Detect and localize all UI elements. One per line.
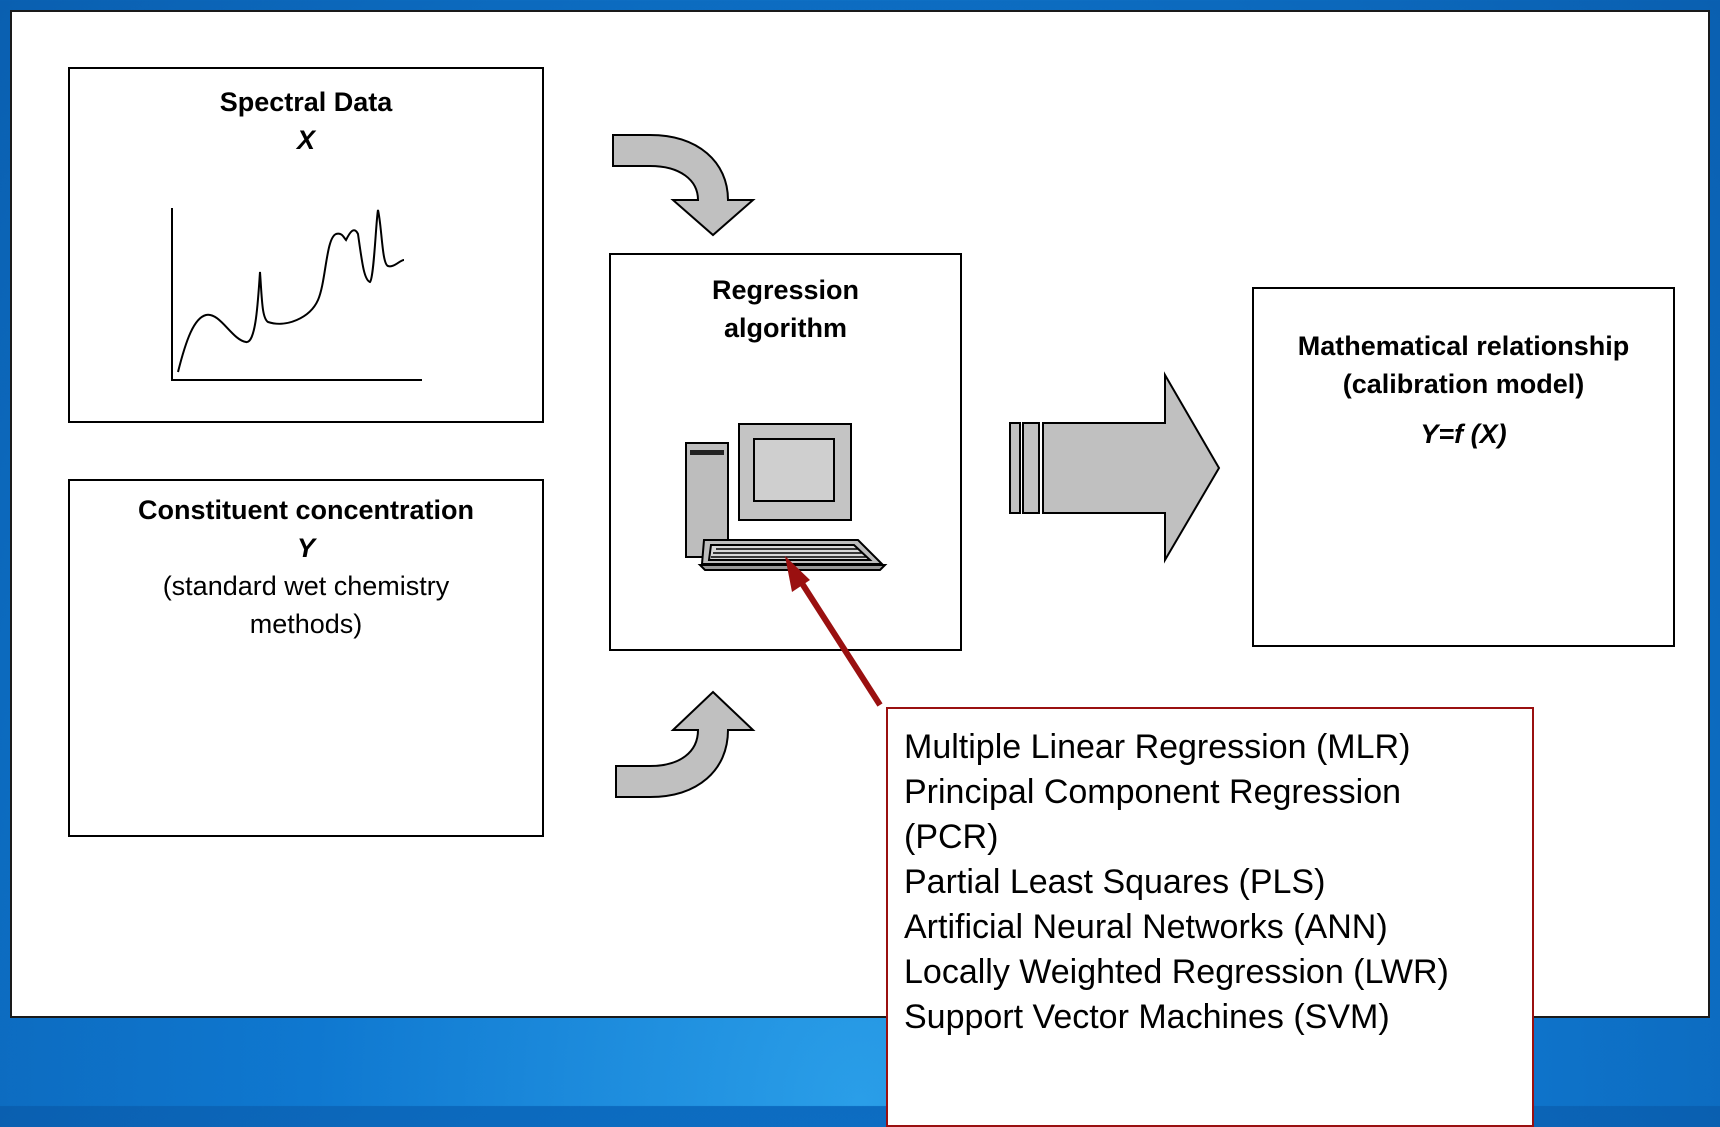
model-line1: Mathematical relationship — [1297, 331, 1630, 361]
method-item: Principal Component Regression — [904, 773, 1402, 811]
right-arrow-icon — [1009, 371, 1221, 564]
constituent-concentration-box: Constituent concentration Y (standard we… — [68, 479, 544, 837]
method-item: Multiple Linear Regression (MLR) — [904, 728, 1411, 766]
curved-arrow-down-icon — [612, 134, 756, 237]
spectral-data-title: Spectral Data — [219, 87, 393, 117]
regression-line2: algorithm — [723, 313, 847, 343]
method-item: Partial Least Squares (PLS) — [904, 863, 1326, 901]
spectral-data-symbol: X — [296, 125, 315, 155]
computer-icon — [685, 423, 888, 571]
method-item: (PCR) — [904, 818, 999, 856]
constituent-title: Constituent concentration — [138, 495, 474, 525]
regression-line1: Regression — [711, 275, 860, 305]
model-equation: Y=f (X) — [1420, 419, 1507, 449]
pointer-arrow-icon — [785, 556, 883, 707]
calibration-model-box: Mathematical relationship (calibration m… — [1252, 287, 1675, 647]
curved-arrow-up-icon — [615, 690, 756, 798]
method-item: Locally Weighted Regression (LWR) — [904, 953, 1449, 991]
method-item: Artificial Neural Networks (ANN) — [904, 908, 1388, 946]
spectral-data-box: Spectral Data X — [68, 67, 544, 423]
model-line2: (calibration model) — [1342, 369, 1585, 399]
constituent-symbol: Y — [296, 533, 315, 563]
spectrum-plot-icon — [171, 208, 422, 381]
methods-list-box: Multiple Linear Regression (MLR) Princip… — [886, 707, 1534, 1127]
constituent-note-line2: methods) — [249, 609, 363, 639]
method-item: Support Vector Machines (SVM) — [904, 998, 1390, 1036]
regression-algorithm-box: Regression algorithm — [609, 253, 962, 651]
constituent-note-line1: (standard wet chemistry — [162, 571, 450, 601]
